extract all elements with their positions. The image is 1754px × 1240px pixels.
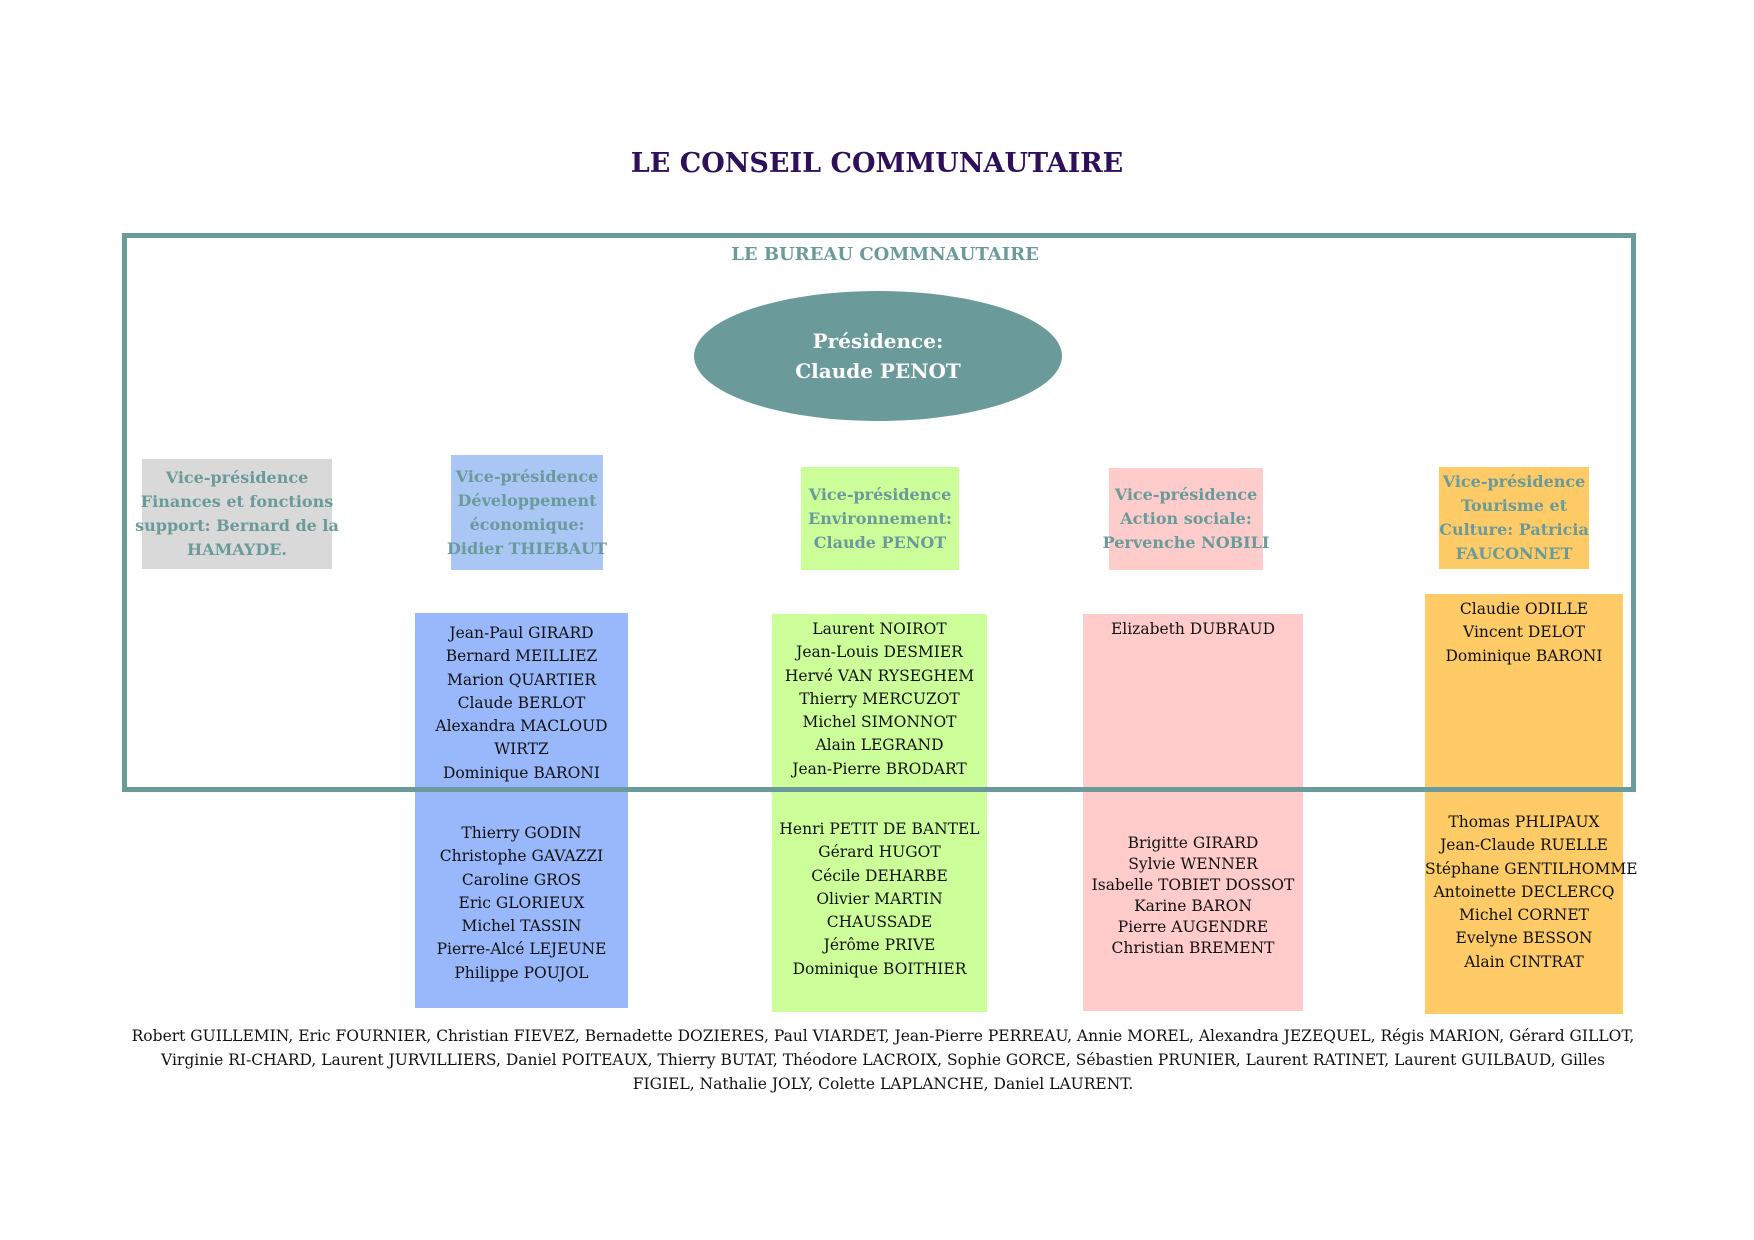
vp-line: Tourisme et xyxy=(1460,496,1568,515)
member-name: Henri PETIT DE BANTEL xyxy=(779,820,980,838)
member-name: Thierry MERCUZOT xyxy=(799,689,960,708)
vp-box-economic-development: Vice-présidence Développement économique… xyxy=(447,455,607,570)
member-name: WIRTZ xyxy=(494,740,549,759)
member-column-economic-development: Jean-Paul GIRARD Bernard MEILLIEZ Marion… xyxy=(415,613,628,1008)
council-members-list: Brigitte GIRARD Sylvie WENNER Isabelle T… xyxy=(1083,833,1303,959)
member-name: Pierre-Alcé LEJEUNE xyxy=(436,940,607,959)
member-name: Pierre AUGENDRE xyxy=(1117,918,1269,936)
vp-line: Développement xyxy=(457,490,597,510)
member-name: Elizabeth DUBRAUD xyxy=(1110,620,1276,638)
member-name: Christophe GAVAZZI xyxy=(439,847,604,866)
member-name: Bernard MEILLIEZ xyxy=(445,647,598,666)
vp-box-social-action: Vice-présidence Action sociale: Pervench… xyxy=(1103,468,1269,570)
vp-line: Action sociale: xyxy=(1120,509,1252,528)
vp-line: FAUCONNET xyxy=(1455,544,1573,563)
vp-line: Vice-présidence xyxy=(808,484,952,504)
member-name: Isabelle TOBIET DOSSOT xyxy=(1091,876,1295,894)
vp-line: Didier THIEBAUT xyxy=(447,538,607,558)
member-name: Caroline GROS xyxy=(461,870,582,889)
member-name: Gérard HUGOT xyxy=(818,843,941,862)
member-name: Antoinette DECLERCQ xyxy=(1433,882,1615,901)
vp-line: économique: xyxy=(469,514,585,534)
member-name: Marion QUARTIER xyxy=(446,670,597,689)
bureau-members-list: Laurent NOIROT Jean-Louis DESMIER Hervé … xyxy=(772,618,987,781)
member-column-social-action: Elizabeth DUBRAUD Brigitte GIRARD Sylvie… xyxy=(1083,614,1303,1011)
member-name: Evelyne BESSON xyxy=(1455,929,1593,948)
member-column-environment: Laurent NOIROT Jean-Louis DESMIER Hervé … xyxy=(772,614,987,1012)
member-name: Hervé VAN RYSEGHEM xyxy=(784,666,975,685)
vp-box-finances: Vice-présidence Finances et fonctions su… xyxy=(135,459,339,569)
member-name: Claude BERLOT xyxy=(457,693,586,712)
member-name: Christian BREMENT xyxy=(1111,939,1275,957)
page-title: LE CONSEIL COMMUNAUTAIRE xyxy=(630,148,1124,179)
vp-box-tourism-culture: Vice-présidence Tourisme et Culture: Pat… xyxy=(1439,467,1589,569)
member-name: Jean-Claude RUELLE xyxy=(1440,836,1608,855)
vp-line: Vice-présidence xyxy=(165,468,309,487)
council-members-list: Thomas PHLIPAUX Jean-Claude RUELLE Stéph… xyxy=(1425,811,1638,974)
member-name: Jean-Paul GIRARD xyxy=(449,624,594,642)
member-name: Philippe POUJOL xyxy=(454,963,589,982)
council-members-list: Henri PETIT DE BANTEL Gérard HUGOT Cécil… xyxy=(772,818,987,981)
member-column-tourism-culture: Claudie ODILLE Vincent DELOT Dominique B… xyxy=(1425,594,1638,1014)
member-name: Jean-Louis DESMIER xyxy=(796,643,963,662)
member-name: Dominique BARONI xyxy=(442,763,600,782)
vp-line: support: Bernard de la xyxy=(135,516,339,535)
member-name: Stéphane GENTILHOMME xyxy=(1425,859,1638,878)
member-name: Jérôme PRIVE xyxy=(823,936,936,955)
bureau-members-list: Jean-Paul GIRARD Bernard MEILLIEZ Marion… xyxy=(415,622,628,785)
member-name: Vincent DELOT xyxy=(1463,623,1585,642)
member-name: CHAUSSADE xyxy=(826,913,933,932)
member-name: Michel SIMONNOT xyxy=(802,713,957,732)
vp-line: Vice-présidence xyxy=(1442,472,1586,491)
presidence-name: Claude PENOT xyxy=(795,359,961,383)
member-name: Cécile DEHARBE xyxy=(811,866,948,885)
bureau-title: LE BUREAU COMMNAUTAIRE xyxy=(731,244,1039,265)
bureau-frame xyxy=(122,233,1636,792)
member-name: Dominique BARONI xyxy=(1445,646,1603,665)
member-name: Karine BARON xyxy=(1134,897,1252,915)
vp-line: Environnement: xyxy=(808,508,952,528)
member-name: Alexandra MACLOUD xyxy=(435,717,608,736)
member-name: Thierry GODIN xyxy=(461,824,582,842)
vp-line: Claude PENOT xyxy=(813,532,947,552)
member-name: Olivier MARTIN xyxy=(816,889,943,908)
member-name: Laurent NOIROT xyxy=(812,620,947,638)
member-name: Sylvie WENNER xyxy=(1128,855,1258,873)
vp-line: Pervenche NOBILI xyxy=(1102,533,1270,552)
member-name: Claudie ODILLE xyxy=(1459,600,1589,618)
member-name: Michel CORNET xyxy=(1458,906,1589,925)
bureau-members-list: Elizabeth DUBRAUD xyxy=(1083,618,1303,641)
vp-line: HAMAYDE. xyxy=(187,540,287,559)
member-name: Eric GLORIEUX xyxy=(458,893,585,912)
vp-line: Vice-présidence xyxy=(455,466,599,486)
vp-line: Vice-présidence xyxy=(1114,485,1258,504)
council-members-list: Thierry GODIN Christophe GAVAZZI Carolin… xyxy=(415,822,628,985)
vp-box-environment: Vice-présidence Environnement: Claude PE… xyxy=(801,467,959,570)
member-name: Brigitte GIRARD xyxy=(1127,834,1259,852)
member-name: Thomas PHLIPAUX xyxy=(1448,813,1600,831)
member-name: Alain LEGRAND xyxy=(815,736,944,755)
presidence-label: Présidence: xyxy=(812,329,944,353)
bureau-members-list: Claudie ODILLE Vincent DELOT Dominique B… xyxy=(1425,598,1623,668)
member-name: Michel TASSIN xyxy=(461,917,582,936)
member-name: Alain CINTRAT xyxy=(1464,952,1584,971)
vp-line: Finances et fonctions xyxy=(140,492,334,511)
presidence-ellipse: Présidence: Claude PENOT xyxy=(694,291,1062,421)
member-name: Dominique BOITHIER xyxy=(792,959,967,978)
other-councillors-text: Robert GUILLEMIN, Eric FOURNIER, Christi… xyxy=(131,1027,1635,1093)
member-name: Jean-Pierre BRODART xyxy=(792,759,967,778)
vp-line: Culture: Patricia xyxy=(1439,520,1589,539)
